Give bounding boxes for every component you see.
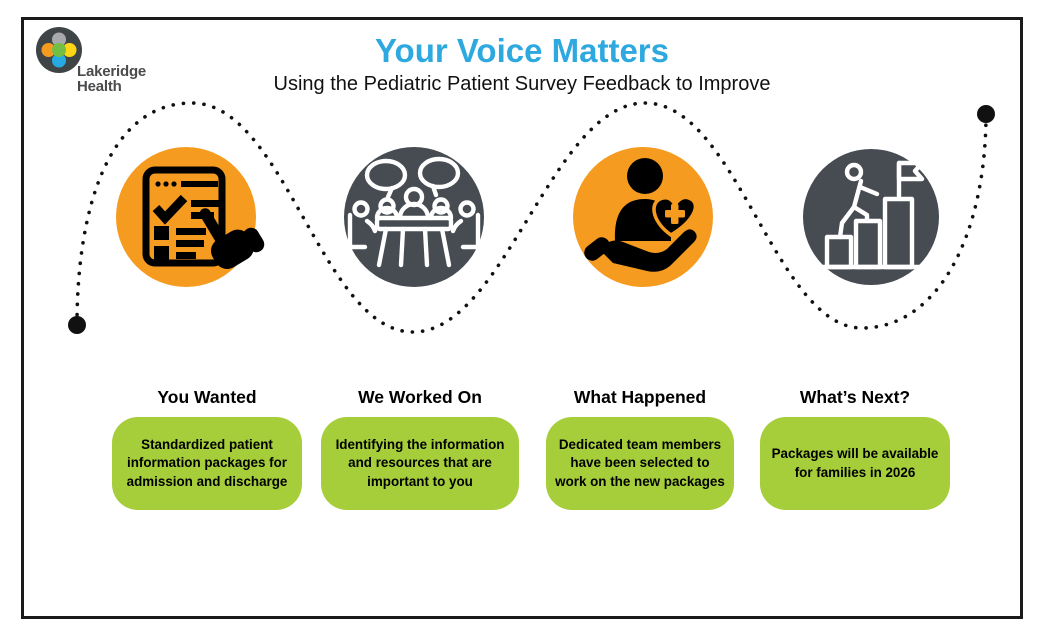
step-1-badge (116, 147, 265, 287)
step-4-card: Packages will be available for families … (760, 417, 950, 510)
step-4-column: What’s Next? Packages will be available … (760, 386, 950, 510)
step-1-column: You Wanted Standardized patient informat… (112, 386, 302, 510)
step-3-card-text: Dedicated team members have been selecte… (555, 436, 725, 489)
step-1-card-text: Standardized patient information package… (126, 436, 288, 489)
step-2-column: We Worked On Identifying the information… (321, 386, 519, 510)
pointer-hand (199, 208, 265, 269)
page-subtitle: Using the Pediatric Patient Survey Feedb… (273, 73, 771, 95)
step-1-card: Standardized patient information package… (112, 417, 302, 510)
open-hand (599, 229, 697, 272)
step-2-card-text: Identifying the information and resource… (335, 436, 505, 489)
step-4-card-text: Packages will be available for families … (771, 446, 939, 480)
page-title: Your Voice Matters (374, 32, 670, 69)
medical-cross (665, 204, 685, 224)
path-end-dot (977, 105, 995, 123)
lakeridge-logo-icon (36, 27, 82, 73)
step-3-card: Dedicated team members have been selecte… (546, 417, 734, 510)
brand-line1: Lakeridge (77, 63, 147, 80)
lakeridge-health-logo: Lakeridge Health (36, 27, 146, 94)
step-4-heading: What’s Next? (799, 387, 911, 407)
step-4-circle (803, 149, 939, 285)
step-2-heading: We Worked On (358, 387, 482, 407)
team-meeting-icon (347, 156, 481, 268)
step-1-heading: You Wanted (157, 387, 257, 407)
step-3-column: What Happened Dedicated team members hav… (546, 386, 734, 510)
page-border-frame (21, 17, 1023, 619)
step-2-badge (344, 147, 484, 287)
care-giving-hand-icon (584, 158, 698, 272)
header: Your Voice Matters Using the Pediatric P… (21, 33, 1023, 96)
step-4-badge (803, 149, 939, 285)
survey-checklist-icon (142, 166, 265, 269)
brand-name: Lakeridge Health (77, 64, 146, 94)
brand-line2: Health (77, 78, 122, 95)
goal-achievement-icon (818, 160, 925, 270)
step-3-heading: What Happened (573, 387, 707, 407)
step-2-card: Identifying the information and resource… (321, 417, 519, 510)
path-start-dot (68, 316, 86, 334)
step-3-badge (573, 147, 713, 287)
